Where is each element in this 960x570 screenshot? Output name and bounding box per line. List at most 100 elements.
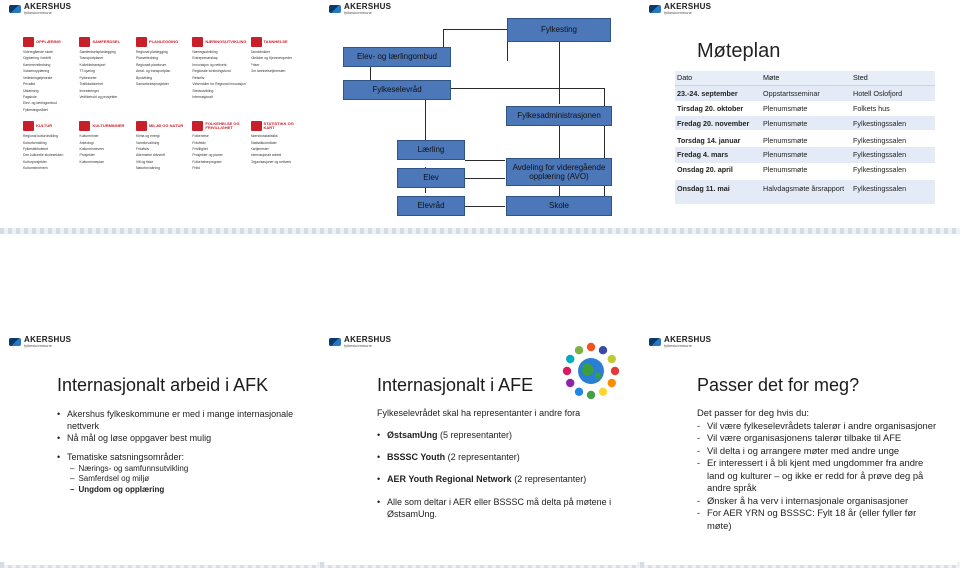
topic-line: Samferdselsplanlegging (79, 50, 116, 54)
topic-line: Areal- og transportplan (135, 69, 171, 74)
brand-logo: AKERSHUS fylkeskommune (649, 2, 711, 16)
topic-line: Opplæring i bedrift (23, 56, 51, 61)
org-box-skole[interactable]: Skole (506, 196, 612, 216)
person-figure (586, 342, 596, 352)
topic-line: Kulturminner (79, 134, 99, 139)
topic-line: Entreprenørskap (192, 56, 218, 61)
topic-line: Karriereveiledning (23, 62, 51, 67)
slide-org-chart[interactable]: AKERSHUS fylkeskommune Fylkesting Elev- … (325, 0, 637, 232)
divider-stripe (0, 228, 960, 234)
slide-title: Passer det for meg? (697, 375, 860, 395)
org-box-fylkesadministrasjonen[interactable]: Fylkesadministrasjonen (506, 106, 612, 126)
topic-line: Den kulturelle skolesekken (23, 153, 64, 158)
topic-line: Alternative drivstoff (135, 153, 165, 158)
table-cell: Fylkestingssalen (851, 147, 935, 163)
bullet-item: •AER Youth Regional Network (2 represent… (377, 474, 587, 485)
slide-fit-for-me[interactable]: AKERSHUS fylkeskommune Passer det for me… (645, 333, 957, 565)
topic-line: Fylkesbiblioteket (23, 147, 49, 152)
topic-line: Veiledningstjeneste (23, 75, 53, 80)
topic-line: Akershusstatistikk (250, 134, 278, 139)
bullet-item: •ØstsamUng (5 representanter) (377, 430, 513, 441)
table-cell: Plenumsmøte (761, 147, 851, 163)
bullet-bold-text: ØstsamUng (387, 430, 438, 441)
topic-icon (23, 37, 34, 47)
brand-logo: AKERSHUS fylkeskommune (649, 335, 711, 349)
slide-body: Fylkeselevrådet skal ha representanter i… (377, 407, 632, 520)
connector-line (559, 126, 560, 158)
org-box-avo[interactable]: Avdeling for videregående opplæring (AVO… (506, 158, 612, 186)
org-box-laerling[interactable]: Lærling (397, 140, 465, 160)
person-figure (574, 387, 584, 396)
bullet-text: (2 representanter) (511, 474, 587, 485)
topic-title: PLANLEGGING (148, 38, 179, 44)
person-figure (598, 346, 608, 355)
topic-line: Tannklinikker (250, 50, 271, 54)
topic-line: Kollektivtransport (79, 62, 106, 67)
table-cell: Torsdag 14. januar (675, 130, 761, 147)
topic-line: Kulturminnevern (23, 166, 48, 171)
org-box-elev[interactable]: Elev (397, 168, 465, 188)
connector-line (425, 88, 426, 142)
table-cell: Folkets hus (851, 100, 935, 116)
table-cell: Hotell Oslofjord (851, 85, 935, 101)
topic-icon (135, 121, 147, 132)
topic-line: Fagskole (23, 94, 37, 99)
topic-line: Frivillighet (192, 147, 208, 152)
org-box-ombud[interactable]: Elev- og lærlingombud (343, 47, 451, 67)
table-cell: 23.-24. september (675, 85, 761, 101)
slide-international-afk[interactable]: AKERSHUS fylkeskommune Internasjonalt ar… (5, 333, 317, 565)
connector-line (443, 29, 507, 30)
slide-international-afe[interactable]: AKERSHUS fylkeskommune Internasjonalt i … (325, 333, 637, 565)
topic-line: Stedsutvikling (192, 88, 214, 93)
brand-name: AKERSHUS (24, 2, 72, 11)
topic-line: Friluftsliv (135, 147, 150, 152)
topic-line: Folkehelseprogram (192, 159, 222, 164)
org-box-fylkesting[interactable]: Fylkesting (507, 18, 611, 42)
topic-line: Kulturformidling (23, 140, 47, 145)
topic-line: Virkemidler for Regional innovasjon (192, 82, 246, 87)
topic-line: Internasjonalt (192, 94, 213, 99)
logo-mark-icon (649, 336, 661, 348)
divider-stripe (0, 562, 960, 568)
org-box-fylkeselevrad[interactable]: Fylkeselevråd (343, 80, 451, 100)
sub-bullet: –Samferdsel og miljø (70, 474, 150, 484)
topic-line: Vilt og fiske (135, 159, 154, 164)
table-cell: Plenumsmøte (761, 162, 851, 178)
topic-line: Utdanning (23, 88, 39, 93)
topic-line: Regional kulturutvikling (23, 134, 58, 139)
org-box-elevrad[interactable]: Elevråd (397, 196, 465, 216)
brand-name: AKERSHUS (664, 2, 712, 11)
bullet-text: (2 representanter) (445, 452, 520, 463)
topic-line: Regionalt planforum (135, 62, 167, 67)
topic-line: TT-kjøring (79, 69, 95, 74)
person-figure (598, 387, 608, 396)
table-cell: Plenumsmøte (761, 116, 851, 132)
topic-line: Kulturminnevern (79, 147, 105, 152)
dash-item: -Ønsker å ha verv i internasjonale organ… (697, 494, 909, 506)
table-cell: Fredag 20. november (675, 116, 761, 132)
connector-line (370, 88, 604, 89)
slide-meeting-plan[interactable]: AKERSHUS fylkeskommune Møteplan Dato Møt… (645, 0, 957, 232)
brand-name: AKERSHUS (344, 335, 392, 344)
table-cell: Oppstartsseminar (761, 85, 851, 101)
connector-line (465, 160, 505, 161)
intro-text: Fylkeselevrådet skal ha representanter i… (377, 408, 581, 418)
topic-line: Byutvikling (135, 75, 153, 80)
logo-mark-icon (9, 336, 21, 348)
topic-line: Samarbeidsprosjekter (135, 82, 169, 87)
dash-item-text: Vil være organisasjonens talerør tilbake… (707, 432, 902, 443)
topic-line: Fritid (192, 166, 200, 171)
